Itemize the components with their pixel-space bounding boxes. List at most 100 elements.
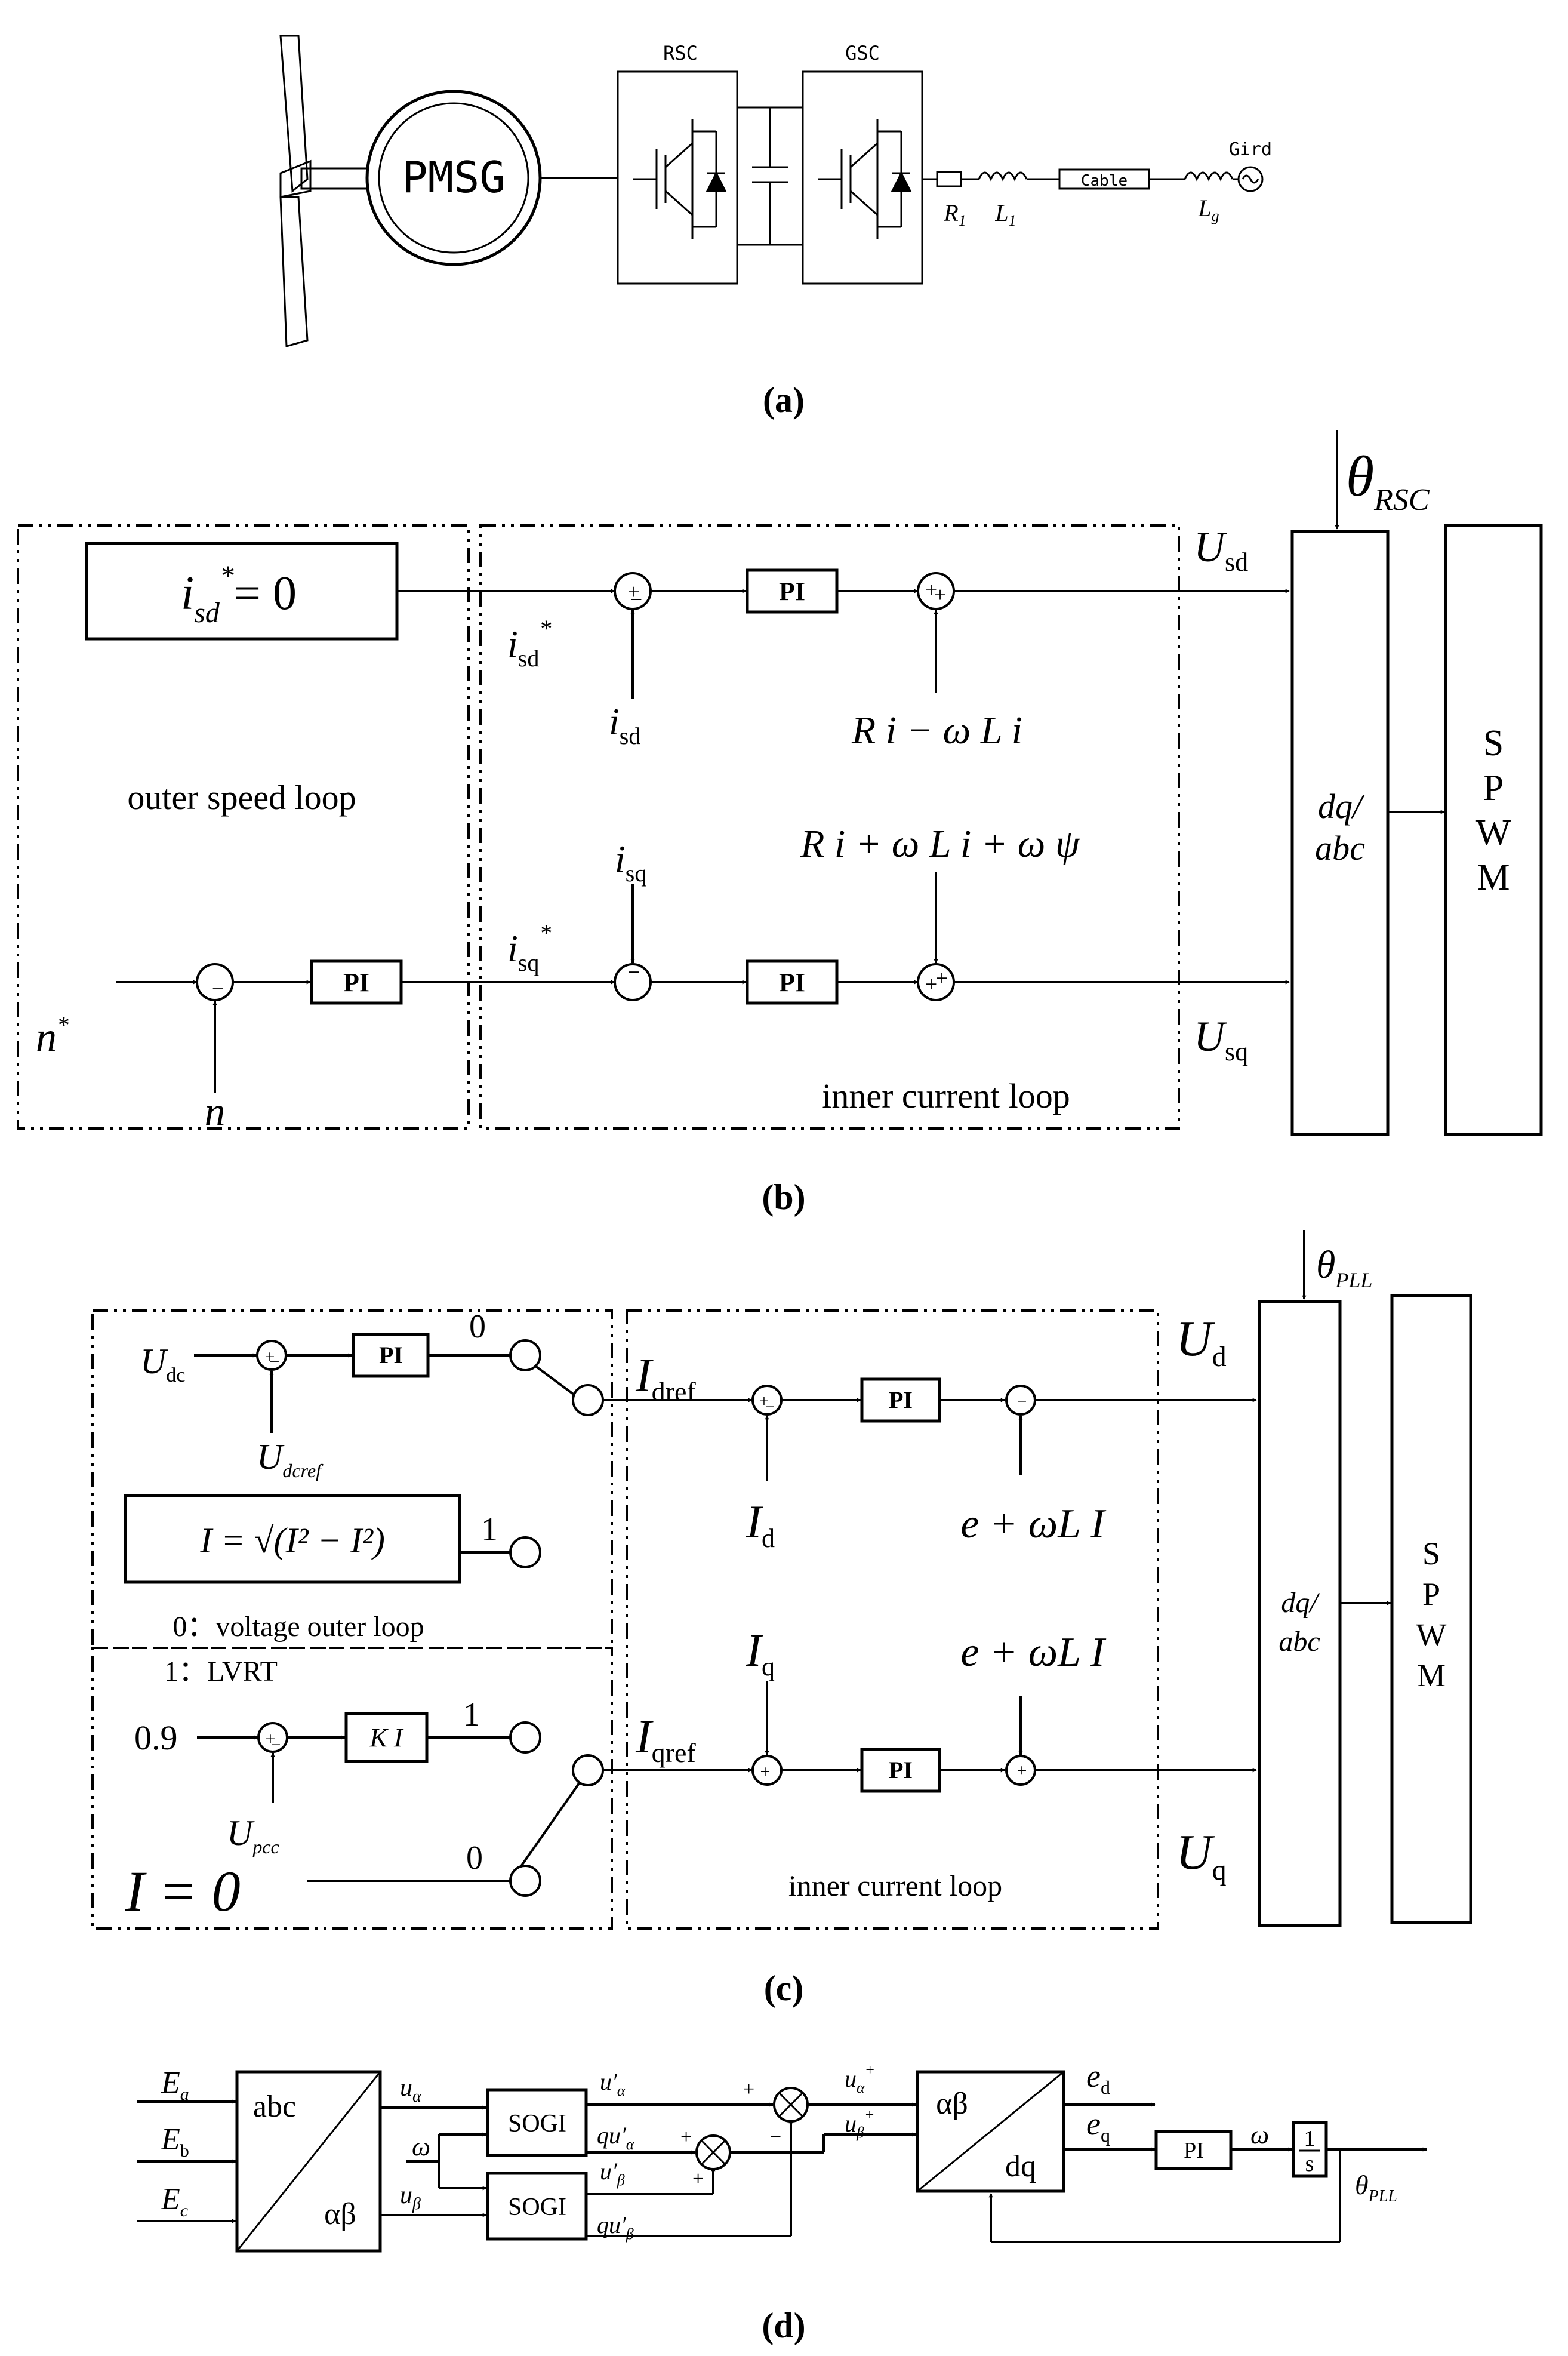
svg-text:Iq: Iq [746, 1624, 775, 1681]
svg-text:Id: Id [746, 1496, 775, 1553]
spwm-b-w: W [1476, 813, 1511, 853]
inner-current-loop-frame-c [626, 1309, 1159, 1930]
svg-text:uβ+: uβ+ [845, 2106, 875, 2141]
theta-pll-d-label: θ [1355, 2170, 1369, 2200]
svg-text:+: + [925, 972, 937, 996]
svg-text:+: + [760, 1762, 771, 1782]
ub-prime-label: u′ [600, 2158, 618, 2185]
r1-label: R [943, 199, 958, 226]
eb-label: E [161, 2123, 180, 2157]
integrator-den: s [1305, 2151, 1314, 2176]
eq-sub: q [1101, 2124, 1110, 2146]
svg-text:Ea: Ea [161, 2066, 189, 2104]
svg-text:−: − [628, 960, 640, 984]
spwm-c-m: M [1417, 1657, 1446, 1693]
switch-d-common [572, 1384, 604, 1416]
theta-rsc-sub: RSC [1373, 483, 1430, 517]
svg-text:+: + [266, 1729, 276, 1749]
svg-text:n*: n* [36, 1011, 69, 1060]
udc-sub: dc [166, 1364, 185, 1386]
spwm-c-s: S [1422, 1536, 1440, 1571]
rsc-box [617, 70, 738, 285]
isd-star-label: i [507, 623, 518, 665]
ff-q-label: R i + ω L i + ω ψ [800, 822, 1080, 866]
sum-beta-plus1: + [680, 2126, 692, 2148]
svg-text:+: + [925, 578, 937, 602]
svg-text:Usq: Usq [1194, 1013, 1248, 1066]
integrator-num: 1 [1304, 2126, 1316, 2151]
ff-q-c-label: e + ωL I [960, 1629, 1107, 1675]
idref-formula-box [124, 1494, 461, 1584]
svg-text:uα: uα [400, 2074, 422, 2106]
outer-speed-loop-label: outer speed loop [127, 778, 356, 817]
svg-text:isd: isd [609, 700, 640, 749]
ubeta-label: u [400, 2182, 412, 2209]
v09-label: 0.9 [134, 1718, 178, 1757]
theta-rsc-label: θ [1346, 444, 1374, 508]
svg-text:−: − [212, 977, 224, 1001]
spwm-block-b [1444, 524, 1543, 1136]
svg-text:+: + [628, 580, 640, 604]
sogi-beta-block [486, 2172, 588, 2241]
svg-text:+: + [934, 583, 946, 607]
pi-label-isq: PI [779, 968, 805, 997]
dq-abc-b-line1: dq/ [1318, 787, 1365, 826]
ed-sub: d [1101, 2077, 1110, 2098]
iq-sub: q [762, 1652, 775, 1681]
pi-label-udc: PI [379, 1342, 403, 1368]
svg-text:−: − [630, 588, 642, 611]
switch-d-contact1 [509, 1536, 541, 1568]
pi-label-id: PI [889, 1386, 913, 1413]
svg-text:uβ: uβ [400, 2182, 421, 2213]
n-star-label: n [36, 1014, 57, 1060]
svg-text:Idref: Idref [635, 1349, 696, 1407]
svg-text:isq: isq [615, 838, 646, 887]
abc-label: abc [253, 2090, 296, 2124]
svg-text:−: − [270, 1352, 280, 1371]
isd-ref-symbol: i [181, 567, 194, 620]
pi-block-udc [352, 1333, 430, 1378]
udcref-label: U [257, 1437, 285, 1477]
usq-label: U [1194, 1013, 1227, 1060]
svg-text:Usd: Usd [1194, 523, 1248, 577]
idref-sub: dref [652, 1376, 697, 1407]
l1-sub: 1 [1009, 212, 1016, 229]
cable-label: Cable [1081, 172, 1128, 190]
switch-d-pos0: 0 [469, 1308, 486, 1345]
svg-text:Eb: Eb [161, 2123, 189, 2161]
l1-label: L [994, 199, 1008, 226]
turbine-icon [279, 35, 374, 347]
ab2-label: αβ [936, 2087, 968, 2121]
pi-block-speed [310, 959, 403, 1005]
rsc-label: RSC [663, 42, 698, 64]
switch-q-common [572, 1754, 604, 1786]
panel-c: Udc + − Udcref PI 0 I = √(I² − I²) 1 0：v… [91, 1230, 1472, 2008]
pi-label-speed: PI [343, 968, 369, 997]
rsc-igbt-icon [633, 119, 727, 239]
udc-label: U [140, 1342, 168, 1381]
svg-text:θPLL: θPLL [1316, 1243, 1372, 1292]
svg-text:Uq: Uq [1176, 1825, 1227, 1886]
uq-sub: q [1212, 1854, 1227, 1886]
ea-label: E [161, 2066, 180, 2100]
spwm-block-c [1390, 1294, 1472, 1924]
sogi-beta-label: SOGI [508, 2194, 566, 2221]
caption-b: (b) [762, 1177, 805, 1217]
pmsg-inner-circle [378, 102, 529, 254]
svg-text:qu′β: qu′β [597, 2212, 634, 2243]
svg-text:+: + [759, 1391, 769, 1411]
ea-sub: a [180, 2084, 189, 2104]
svg-text:Iqref: Iqref [635, 1711, 696, 1768]
caption-d: (d) [762, 2306, 805, 2345]
iqref-sub: qref [652, 1737, 697, 1768]
ff-d-c-label: e + ωL I [960, 1501, 1107, 1547]
outer-speed-loop-frame [17, 524, 470, 1130]
svg-text:isd*= 0: isd*= 0 [181, 560, 297, 629]
idref-formula: I = √(I² − I²) [199, 1521, 385, 1560]
id-label: I [746, 1496, 764, 1548]
n-label: n [205, 1089, 226, 1135]
ubp-label: u [845, 2110, 857, 2137]
svg-text:−: − [1017, 1392, 1027, 1412]
id-sub: d [762, 1524, 775, 1553]
